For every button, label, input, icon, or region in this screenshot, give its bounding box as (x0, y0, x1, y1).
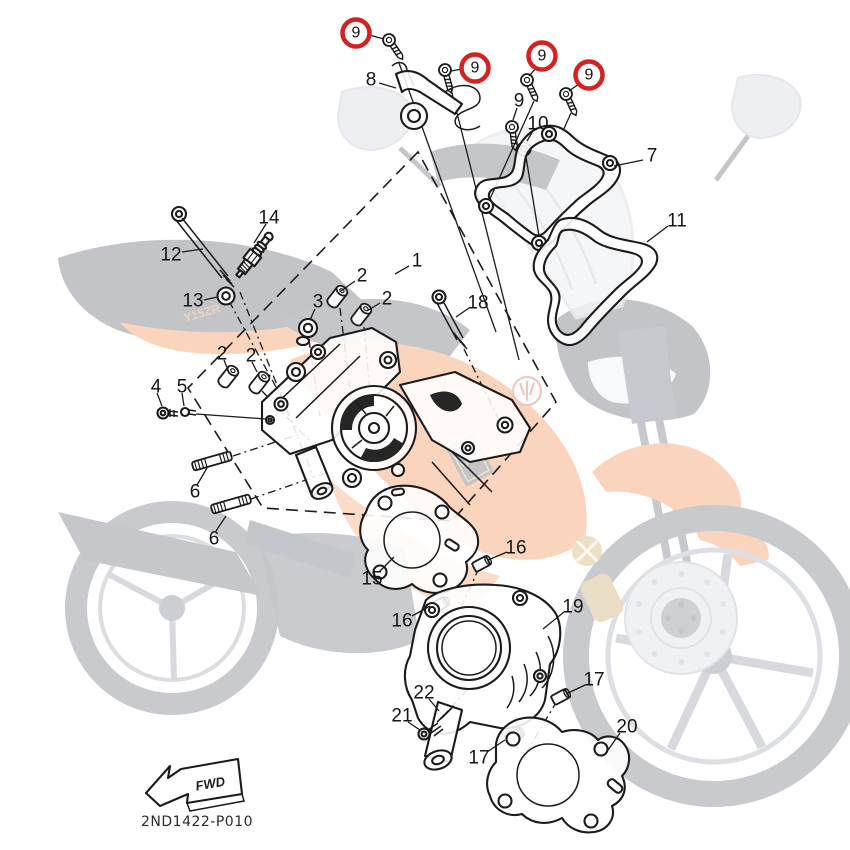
callout-16b[interactable]: 16 (391, 611, 412, 632)
callout-9-plain[interactable]: 9 (514, 91, 525, 112)
part-14-spark-plug (235, 231, 274, 279)
bike-brake-disc (624, 561, 738, 675)
callout-17b[interactable]: 17 (468, 748, 489, 769)
bike-front-cowl (556, 299, 711, 421)
part-20-base-gasket (486, 716, 631, 834)
callout-3[interactable]: 3 (313, 292, 324, 313)
part-22-spring (436, 705, 455, 723)
bike-logo-roundel (512, 376, 542, 406)
callout-21[interactable]: 21 (391, 706, 412, 727)
part-4-screw (156, 406, 179, 420)
svg-text:9: 9 (538, 48, 547, 65)
callout-11[interactable]: 11 (667, 211, 687, 232)
bike-triple-clamp (618, 326, 676, 424)
cylinder-head-assembly (260, 326, 532, 506)
bike-tail (58, 239, 368, 342)
red-highlight-circle[interactable] (526, 40, 558, 72)
part-5-screw (179, 406, 197, 418)
part-19-cylinder (403, 583, 562, 771)
part-13-washer (216, 286, 236, 306)
part-8-cable-holder (391, 61, 481, 131)
fwd-direction-marker: FWD (144, 757, 245, 812)
bike-left-mirror (336, 86, 442, 188)
callout-2b[interactable]: 2 (382, 289, 393, 310)
fwd-label: FWD (194, 774, 226, 794)
callout-9-circled-1[interactable]: 9 (340, 17, 372, 49)
highlighted-callouts-9: 9 9 9 9 (340, 17, 605, 91)
part-11-cover-gasket (532, 216, 659, 347)
screw-install-line (195, 413, 276, 426)
part-7-head-cover (474, 124, 622, 252)
callout-17a[interactable]: 17 (583, 670, 604, 691)
bike-front-fender (592, 443, 742, 540)
callout-19[interactable]: 19 (562, 597, 583, 618)
callout-1[interactable]: 1 (412, 251, 423, 272)
part-6-stud-1 (190, 450, 234, 472)
red-highlight-circle[interactable] (459, 52, 491, 84)
callout-8[interactable]: 8 (366, 70, 377, 91)
part-16-dowel-1 (470, 553, 494, 574)
callout-2a[interactable]: 2 (357, 266, 368, 287)
callout-12[interactable]: 12 (160, 245, 181, 266)
callout-6a[interactable]: 6 (190, 482, 201, 503)
callout-5[interactable]: 5 (177, 377, 188, 398)
callout-9-circled-4[interactable]: 9 (573, 59, 605, 91)
bike-rear-wheel (65, 501, 279, 715)
part-15-head-gasket (359, 484, 480, 594)
bike-muffler (58, 512, 262, 596)
svg-text:9: 9 (352, 25, 361, 42)
bike-front-fender-tip (700, 518, 769, 566)
callout-7[interactable]: 7 (647, 146, 658, 167)
cover-bolt-bosses (477, 125, 619, 252)
svg-text:9: 9 (585, 67, 594, 84)
bike-right-mirror (713, 73, 802, 182)
part-2-tappet-3 (215, 362, 242, 391)
callout-14[interactable]: 14 (258, 208, 280, 229)
callout-2d[interactable]: 2 (246, 346, 257, 367)
bike-headlight (588, 356, 676, 404)
svg-text:9: 9 (471, 60, 480, 77)
callout-9-circled-2[interactable]: 9 (459, 52, 491, 84)
callout-13[interactable]: 13 (182, 291, 203, 312)
callout-4[interactable]: 4 (151, 377, 162, 398)
bike-swingarm (244, 520, 356, 578)
callout-10[interactable]: 10 (527, 114, 548, 135)
callout-18[interactable]: 18 (467, 293, 488, 314)
red-highlight-circle[interactable] (340, 17, 372, 49)
callout-20[interactable]: 20 (616, 717, 637, 738)
callout-16a[interactable]: 16 (505, 538, 526, 559)
bike-fork-legs (636, 413, 700, 613)
part-2-tappet-4 (246, 368, 273, 397)
red-highlight-circle[interactable] (573, 59, 605, 91)
assembly-1-boundary-box (186, 150, 557, 522)
callout-22[interactable]: 22 (413, 683, 434, 704)
part-18-bolt (431, 289, 468, 350)
bike-brake-caliper (580, 573, 624, 623)
diagram-part-code: 2ND1422-P010 (141, 814, 253, 830)
callout-9-circled-3[interactable]: 9 (526, 40, 558, 72)
callout-15[interactable]: 15 (361, 569, 382, 590)
part-3-cap (295, 317, 319, 347)
callout-6b[interactable]: 6 (209, 529, 220, 550)
bike-gold-emblem (572, 536, 602, 566)
part-9-bolt-1 (379, 30, 409, 64)
bike-front-wheel (563, 505, 850, 807)
callout-2c[interactable]: 2 (217, 344, 228, 365)
part-17-dowel-1 (549, 686, 573, 707)
part-21-bolt (417, 722, 444, 741)
part-6-stud-2 (209, 493, 253, 515)
